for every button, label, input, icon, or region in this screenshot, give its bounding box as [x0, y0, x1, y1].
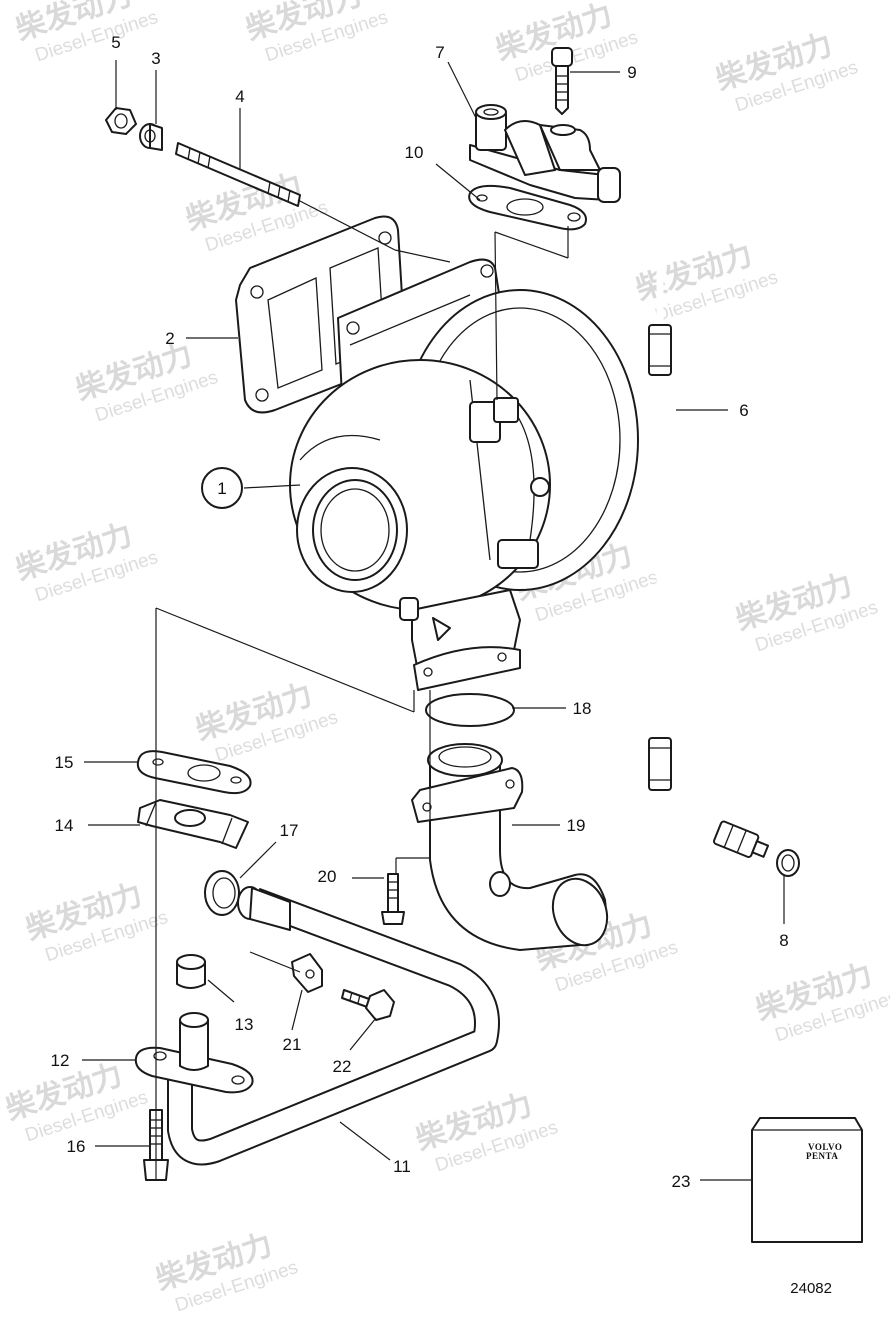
banjo-fitting [469, 104, 621, 203]
stud-bolt [175, 142, 301, 207]
callout-12: 12 [51, 1051, 70, 1070]
callout-17: 17 [280, 821, 299, 840]
callout-1: 1 [217, 479, 226, 498]
callout-15: 15 [55, 753, 74, 772]
pipe-clip [291, 953, 323, 993]
kit-logo-line1: VOLVO [808, 1142, 842, 1152]
spacer-sleeve [139, 123, 163, 151]
callout-20: 20 [318, 867, 337, 886]
drawing-number: 24082 [790, 1280, 832, 1297]
callout-4: 4 [235, 87, 244, 106]
sealing-washer-8 [776, 849, 800, 877]
callout-2: 2 [165, 329, 174, 348]
callout-19: 19 [567, 816, 586, 835]
callout-labels: 1 2 3 4 5 6 7 8 9 10 11 12 13 14 15 16 1… [51, 33, 789, 1191]
oil-feed-pipe [611, 178, 770, 858]
callout-16: 16 [67, 1137, 86, 1156]
turbocharger-body [289, 258, 639, 691]
flange-screw [381, 873, 405, 925]
callout-11: 11 [393, 1157, 411, 1176]
callout-13: 13 [235, 1015, 254, 1034]
callout-3: 3 [151, 49, 160, 68]
kit-logo-line2: PENTA [806, 1151, 838, 1161]
clip-screw [341, 989, 395, 1021]
callout-6: 6 [739, 401, 748, 420]
flange-nut [105, 107, 137, 135]
drain-flange-screw [143, 1109, 169, 1181]
leader-lines [82, 60, 785, 1181]
gasket-kit-bag: VOLVO PENTA [751, 1117, 863, 1243]
callout-circle-1 [201, 467, 243, 509]
callout-7: 7 [435, 43, 444, 62]
pipe-sleeve [176, 954, 206, 989]
callout-9: 9 [627, 63, 636, 82]
callout-8: 8 [779, 931, 788, 950]
retaining-plate [137, 799, 249, 849]
callout-23: 23 [672, 1172, 691, 1191]
callout-14: 14 [55, 816, 74, 835]
drain-flange [134, 1012, 254, 1094]
oil-return-pipe [167, 886, 500, 1166]
drain-gasket [136, 750, 252, 795]
oil-inlet-gasket [468, 184, 587, 231]
callout-18: 18 [573, 699, 592, 718]
o-ring [425, 693, 515, 727]
callout-21: 21 [283, 1035, 302, 1054]
callout-5: 5 [111, 33, 120, 52]
banjo-bolt [551, 47, 573, 115]
callout-22: 22 [333, 1057, 352, 1076]
oil-return-elbow [411, 743, 609, 951]
callout-10: 10 [405, 143, 424, 162]
seal-ring [204, 870, 240, 916]
